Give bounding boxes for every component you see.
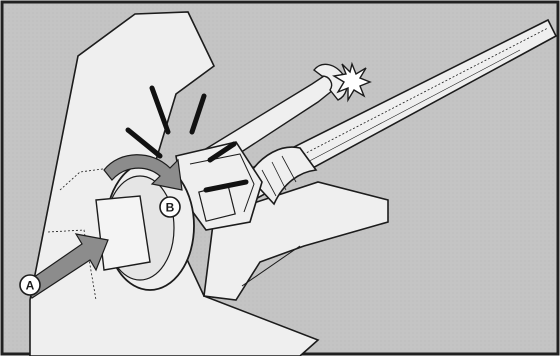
callout-b: B <box>160 197 180 217</box>
callout-b-label: B <box>166 201 175 215</box>
callout-a: A <box>20 275 40 295</box>
callout-a-label: A <box>26 279 35 293</box>
